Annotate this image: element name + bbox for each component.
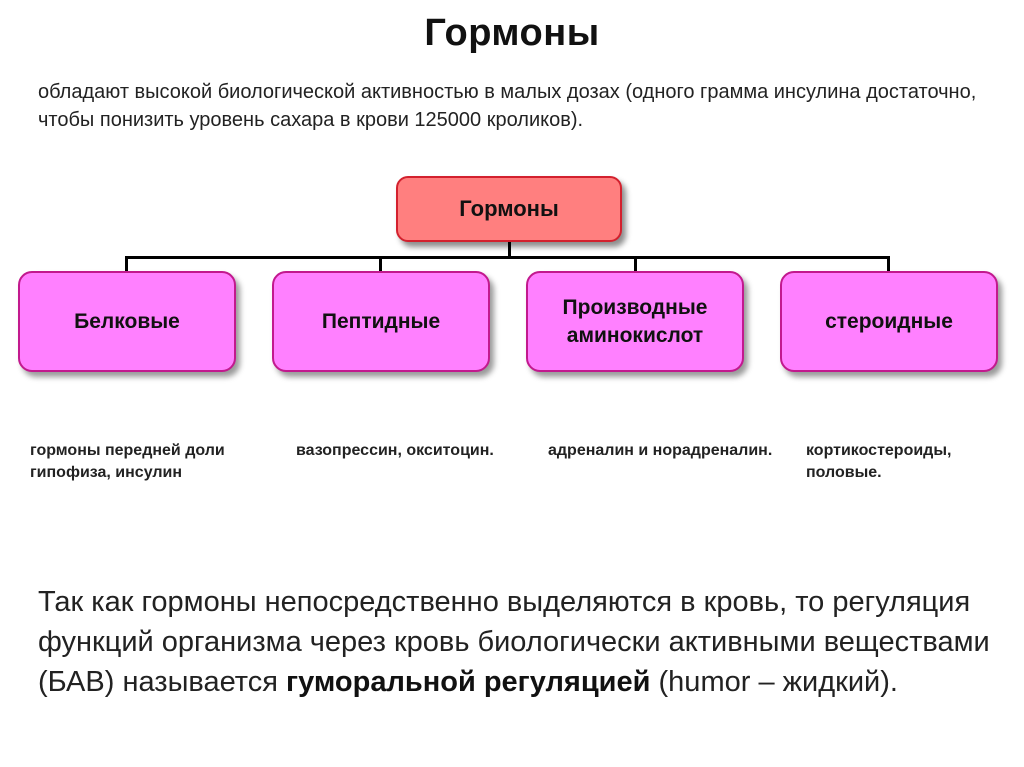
conclusion-text: Так как гормоны непосредственно выделяют… — [38, 582, 998, 702]
category-label: Белковые — [74, 309, 180, 333]
examples-protein: гормоны передней доли гипофиза, инсулин — [30, 442, 225, 481]
category-node-steroid: стероидные — [780, 271, 998, 372]
category-label: Производные аминокислот — [562, 295, 708, 347]
branch-line-1 — [125, 256, 128, 272]
examples-steroid: кортикостероиды, половые. — [806, 442, 952, 481]
conclusion-part1: Так как гормоны непосредственно выделяют… — [38, 586, 990, 698]
examples-amino-acid-derivatives: адреналин и норадреналин. — [548, 442, 773, 459]
branch-line-3 — [634, 256, 637, 272]
intro-text: обладают высокой биологической активност… — [38, 81, 977, 131]
category-label: Пептидные — [321, 309, 441, 333]
root-node-hormones: Гормоны — [396, 176, 622, 242]
category-node-amino-acid-derivatives: Производные аминокислот — [526, 271, 744, 372]
horizontal-bus-line — [125, 256, 890, 259]
root-node-label: Гормоны — [459, 196, 559, 221]
category-label: стероидные — [825, 309, 953, 333]
root-stem-line — [508, 242, 511, 258]
conclusion-part2: (humor – жидкий). — [650, 666, 898, 698]
branch-line-2 — [379, 256, 382, 272]
page-title: Гормоны — [424, 12, 600, 54]
category-node-protein: Белковые — [18, 271, 236, 372]
examples-peptide: вазопрессин, окситоцин. — [296, 442, 494, 459]
branch-line-4 — [887, 256, 890, 272]
category-node-peptide: Пептидные — [272, 271, 490, 372]
conclusion-emphasis: гуморальной регуляцией — [286, 666, 651, 698]
